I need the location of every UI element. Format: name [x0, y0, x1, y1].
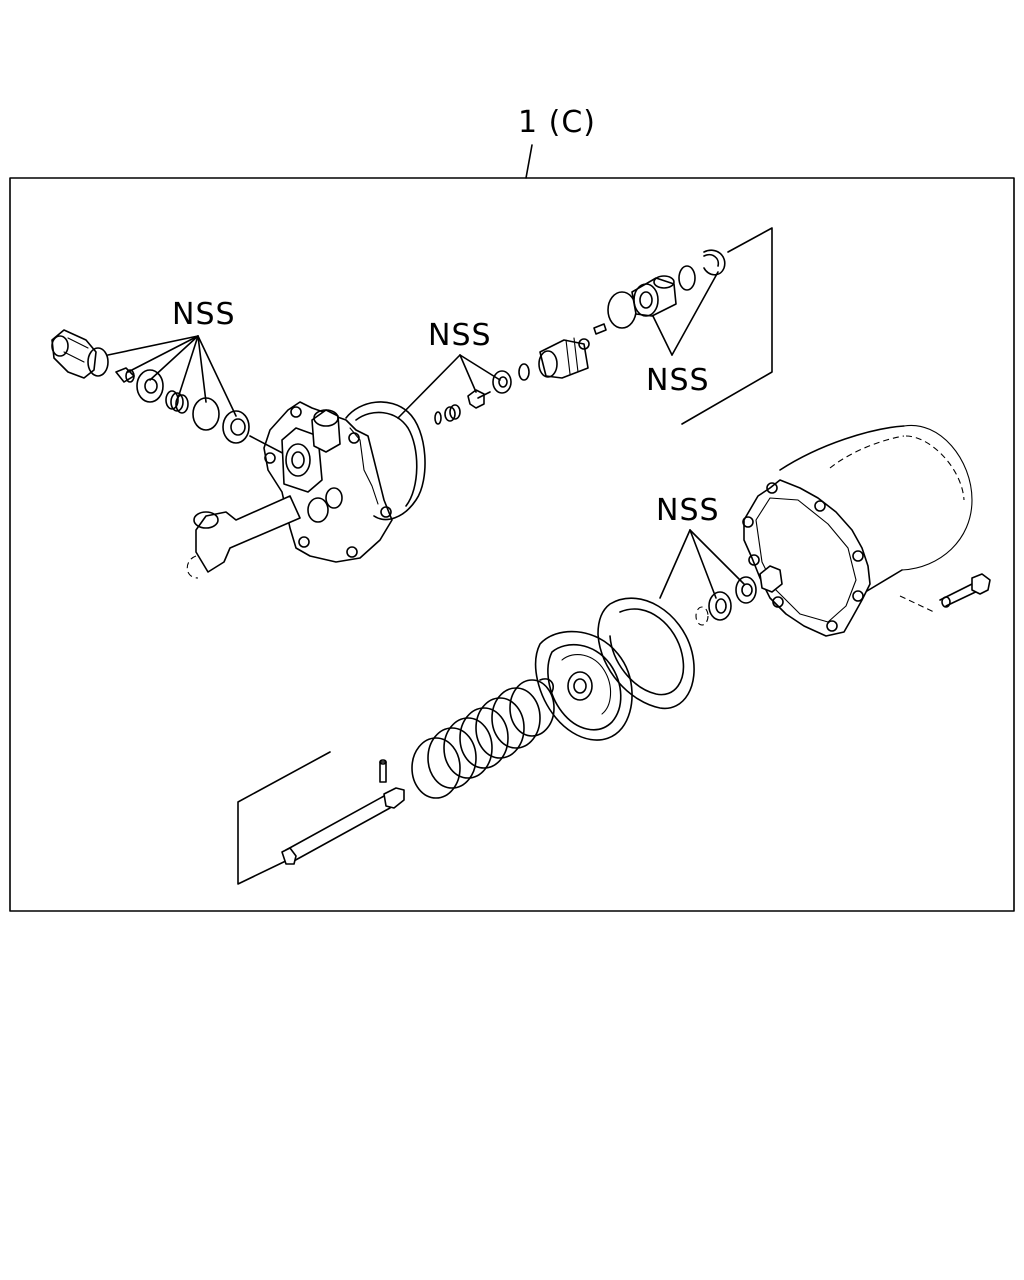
- small-o-ring-center: [434, 411, 442, 425]
- assembly-frame: [9, 177, 1015, 912]
- nss-label-lower: NSS: [656, 493, 720, 528]
- assembly-callout-label: 1 (C): [518, 105, 596, 140]
- nss-label-center: NSS: [428, 318, 492, 353]
- o-ring-center: [518, 363, 530, 381]
- seal-washer-1: [136, 369, 164, 403]
- poppet-disc: [607, 291, 637, 329]
- small-spring-left: [165, 390, 189, 414]
- bleeder-screw: [51, 329, 109, 379]
- diaphragm-plate: [534, 630, 633, 741]
- small-pin: [115, 367, 135, 383]
- return-spring: [411, 678, 555, 799]
- upper-bracket: [681, 227, 773, 425]
- nss-lower-leaders: [659, 529, 745, 599]
- small-key: [593, 323, 607, 335]
- small-spring-center: [444, 404, 461, 422]
- small-bolt-center: [467, 389, 491, 409]
- nss-label-right: NSS: [646, 363, 710, 398]
- poppet-body: [631, 275, 677, 317]
- seal-washer-2: [222, 410, 250, 444]
- snap-ring: [703, 249, 726, 276]
- small-o-ring-lower: [695, 606, 709, 626]
- retaining-pin: [379, 759, 387, 783]
- nss-center-leaders: [397, 354, 501, 419]
- rear-plate-gasket: [742, 479, 871, 637]
- nss-right-leaders: [649, 271, 719, 356]
- seal-center: [492, 370, 512, 394]
- push-rod: [281, 787, 405, 865]
- seal-lower-2: [708, 591, 732, 621]
- seal-lower-1: [735, 576, 757, 604]
- nss-label-left: NSS: [172, 297, 236, 332]
- booster-front-shell: [345, 401, 426, 521]
- diaphragm: [597, 597, 695, 710]
- lower-bracket: [237, 751, 331, 885]
- master-cylinder-body: [186, 401, 393, 579]
- assembly-callout-leader: [525, 144, 533, 179]
- o-ring-left: [192, 397, 220, 431]
- o-ring-right: [678, 265, 696, 291]
- piston-valve: [538, 337, 590, 379]
- bolt-right: [939, 573, 991, 608]
- booster-rear-shell: [779, 424, 973, 613]
- nss-left-leaders: [107, 335, 237, 417]
